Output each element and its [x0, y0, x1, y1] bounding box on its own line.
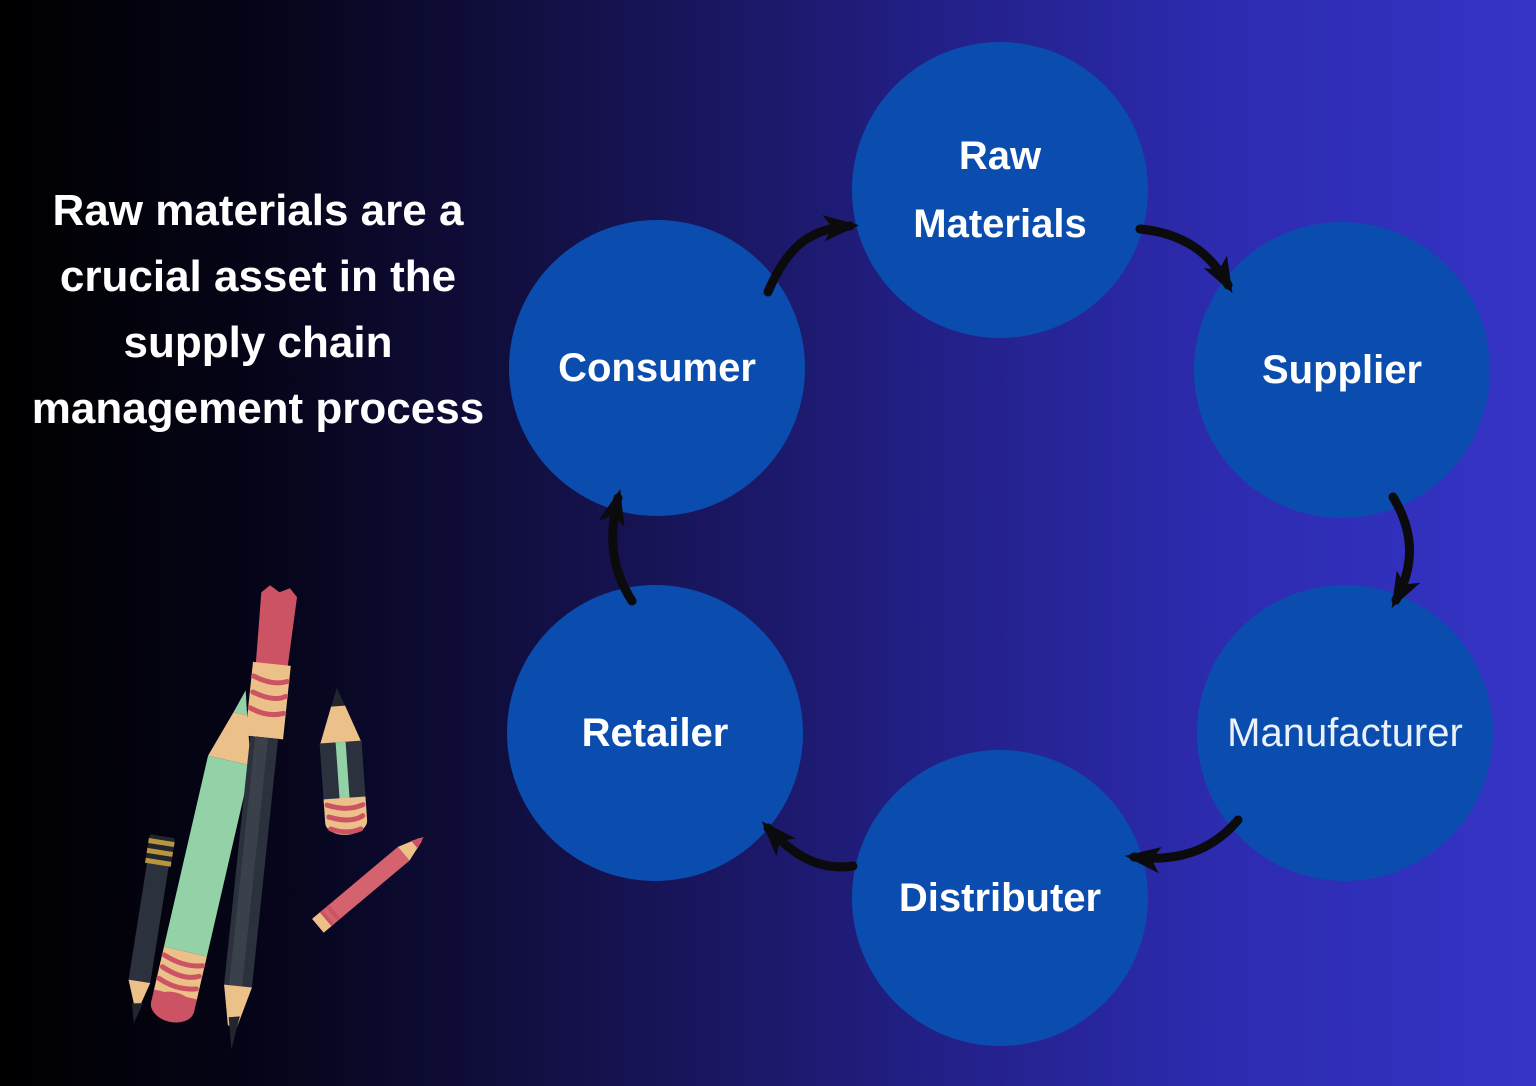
headline-line-4: management process [31, 384, 485, 433]
node-consumer-label: Consumer [558, 346, 756, 390]
node-retailer: Retailer [507, 585, 803, 881]
red-pencil-icon [312, 837, 424, 933]
green-pencil-icon [150, 690, 251, 1023]
stub-pencil-icon [319, 688, 368, 835]
arrow-retailer-to-consumer [598, 489, 637, 606]
small-pencil-icon [128, 834, 175, 1023]
node-retailer-label: Retailer [581, 711, 729, 755]
node-manufacturer-label: Manufacturer [1227, 711, 1463, 755]
arrow-raw-materials-to-supplier [1135, 224, 1233, 294]
node-raw-materials: Raw Materials [852, 42, 1148, 338]
node-supplier: Supplier [1194, 222, 1490, 518]
arrow-distributer-to-retailer [761, 821, 858, 872]
headline: Raw materials are a crucial asset in the… [20, 178, 496, 442]
headline-line-1: Raw materials are a [52, 186, 464, 235]
node-consumer: Consumer [509, 220, 805, 516]
headline-line-2: crucial asset in the [59, 252, 457, 301]
headline-line-3: supply chain [123, 318, 393, 367]
node-raw-materials-label: Raw Materials [913, 134, 1087, 246]
node-distributer: Distributer [852, 750, 1148, 1046]
arrow-consumer-to-raw-materials [763, 215, 860, 297]
paintbrush-icon [223, 585, 298, 1050]
node-supplier-label: Supplier [1261, 348, 1423, 392]
arrow-supplier-to-manufacturer [1388, 492, 1421, 609]
node-manufacturer: Manufacturer [1197, 585, 1493, 881]
node-distributer-label: Distributer [898, 876, 1102, 920]
pencils-illustration [128, 585, 424, 1050]
arrow-manufacturer-to-distributer [1124, 815, 1243, 874]
